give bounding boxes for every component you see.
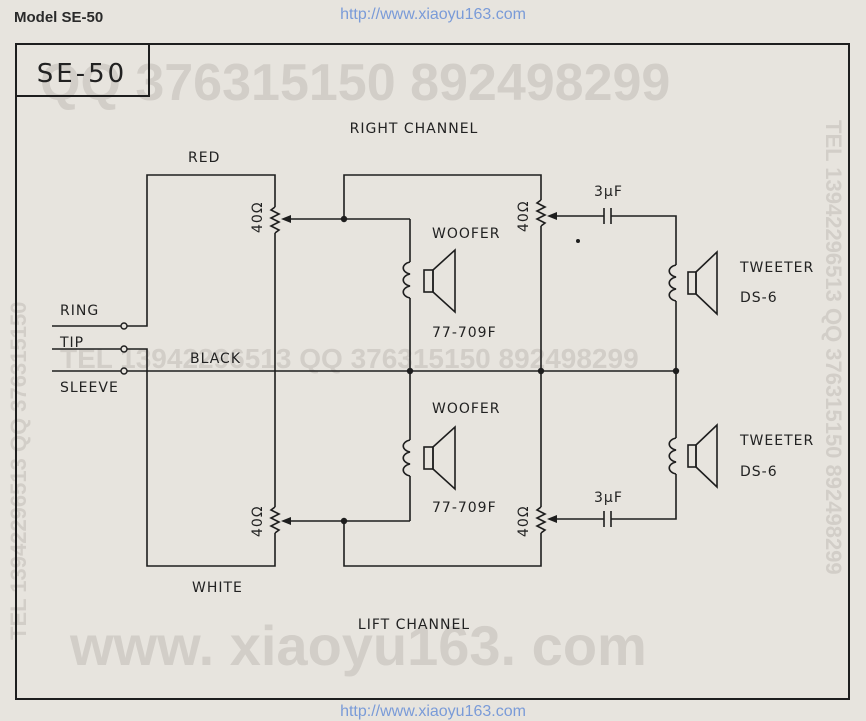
source-url-bottom[interactable]: http://www.xiaoyu163.com [340, 703, 526, 720]
tweeter1-label: TWEETER [739, 260, 814, 276]
sleeve-terminal [120, 367, 128, 375]
wiper-r1-arrow [281, 215, 291, 223]
left-channel-loop [343, 521, 542, 567]
resistor-r4 [535, 506, 547, 534]
tweeter2-part: DS-6 [740, 464, 778, 480]
resistor-r1-label: 40Ω [250, 201, 266, 233]
node [406, 367, 414, 375]
right-channel-label: RIGHT CHANNEL [350, 121, 479, 137]
capacitor-c1-label: 3μF [594, 184, 623, 200]
woofer1-part: 77-709F [432, 325, 497, 341]
wire-label-black: BLACK [190, 351, 241, 367]
watermark-bottom: www. xiaoyu163. com [69, 614, 647, 677]
tweeter-speaker-1 [668, 250, 718, 316]
ring-terminal [120, 322, 128, 330]
woofer1-label: WOOFER [432, 226, 501, 242]
wiper-r3-arrow [281, 517, 291, 525]
node [537, 367, 545, 375]
title-se50: SE-50 [37, 59, 127, 89]
resistor-r2 [535, 199, 547, 227]
resistor-r4-label: 40Ω [516, 505, 532, 537]
node [340, 517, 348, 525]
tweeter2-label: TWEETER [739, 433, 814, 449]
capacitor-c2-label: 3μF [594, 490, 623, 506]
title-box [15, 43, 150, 97]
woofer-speaker-2 [402, 425, 456, 491]
tip-terminal [120, 345, 128, 353]
source-url-top[interactable]: http://www.xiaoyu163.com [340, 6, 526, 23]
tweeter1-feed [611, 215, 677, 265]
tweeter2-feed [611, 474, 677, 520]
node [672, 367, 680, 375]
tweeter-speaker-2 [668, 423, 718, 489]
wire-label-red: RED [188, 150, 220, 166]
right-channel-loop [343, 174, 542, 219]
red-wire [127, 174, 276, 327]
node [340, 215, 348, 223]
jack-label-ring: RING [60, 303, 99, 319]
woofer-speaker-1 [402, 248, 456, 314]
watermark-right-vertical: TEL 13942296513 QQ 376315150 892498299 [821, 120, 846, 575]
wiper-r2-arrow [547, 212, 557, 220]
jack-label-sleeve: SLEEVE [60, 380, 119, 396]
wire-label-white: WHITE [192, 580, 243, 596]
stray-dot [576, 239, 580, 243]
resistor-r2-label: 40Ω [516, 200, 532, 232]
model-label: Model SE-50 [14, 9, 104, 26]
outer-frame [15, 43, 850, 700]
watermark-qq: QQ 376315150 892498299 [40, 54, 670, 112]
resistor-r1 [269, 206, 281, 234]
watermark-left-vertical: TEL 13942296513 QQ 376315150 [6, 302, 31, 640]
tweeter1-part: DS-6 [740, 290, 778, 306]
resistor-r3 [269, 506, 281, 534]
resistor-r3-label: 40Ω [250, 505, 266, 537]
jack-label-tip: TIP [59, 335, 84, 351]
left-channel-label: LIFT CHANNEL [358, 617, 470, 633]
woofer2-label: WOOFER [432, 401, 501, 417]
white-wire [127, 348, 276, 567]
wiper-r4-arrow [547, 515, 557, 523]
woofer2-part: 77-709F [432, 500, 497, 516]
